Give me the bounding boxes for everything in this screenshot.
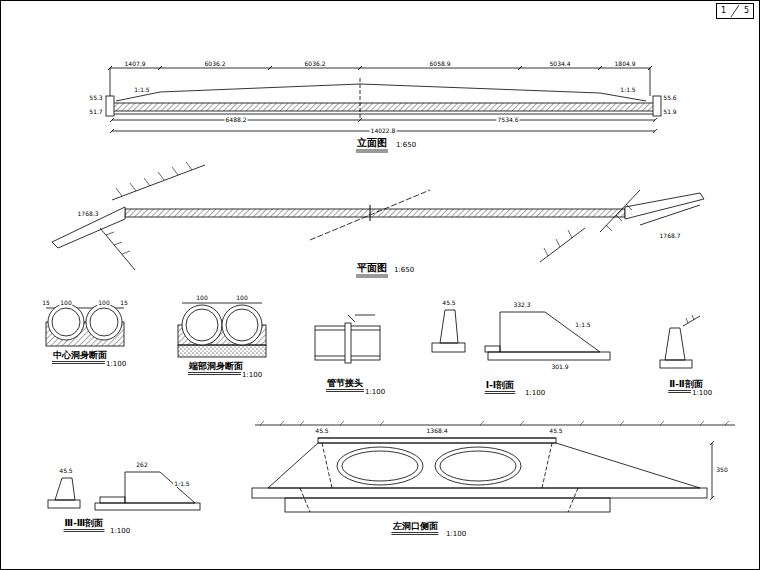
sheet-number: 5 (744, 7, 749, 15)
scale-label: 1:100 (241, 372, 263, 379)
scale-label: 1:100 (445, 531, 467, 538)
dimension-label: 6058.9 (429, 61, 452, 67)
title-underline (485, 393, 515, 394)
dimension-label: 45.5 (314, 428, 329, 434)
slope-label: 1:1.5 (574, 322, 591, 328)
dimension-label: 262 (135, 462, 148, 468)
scale-label: 1:100 (105, 361, 127, 368)
end-section (178, 303, 266, 357)
dimension-label: 1768.3 (77, 211, 100, 217)
title-underline (356, 277, 388, 278)
view-title: Ⅰ-Ⅰ剖面 (485, 381, 515, 390)
slope-label: 1:1.5 (619, 87, 636, 93)
dimension-label: 15 (119, 300, 129, 306)
dimension-label: 100 (59, 300, 72, 306)
dimension-label: 100 (235, 295, 248, 301)
title-underline (356, 275, 388, 276)
slope-label: 1:1.5 (133, 87, 150, 93)
generated-lines (52, 5, 739, 535)
title-underline (188, 372, 244, 373)
scale-label: 1:650 (393, 267, 415, 274)
view-title: 中心洞身断面 (52, 351, 108, 360)
dimension-label: 301.9 (550, 364, 569, 370)
dimension-label: 7534.6 (497, 117, 520, 123)
title-underline (326, 389, 364, 390)
plan-view (52, 162, 704, 270)
dimension-label: 5034.4 (549, 61, 572, 67)
view-title: 左洞口侧面 (392, 522, 439, 531)
scale-label: 1:650 (395, 142, 417, 149)
sheet-number-box: 15 (716, 3, 754, 19)
title-underline (392, 534, 439, 535)
dimension-label: 1407.9 (124, 61, 147, 67)
left-portal-elevation (252, 421, 735, 512)
dimension-label: 1804.9 (614, 61, 637, 67)
section-1 (432, 310, 610, 360)
dimension-label: 100 (97, 300, 110, 306)
dimension-label: 45.5 (548, 428, 563, 434)
scale-label: 1:100 (109, 528, 131, 535)
dimension-label: 6488.2 (225, 117, 248, 123)
view-title: 平面图 (356, 263, 388, 273)
dimension-label: 100 (195, 295, 208, 301)
scale-label: 1:100 (691, 390, 713, 397)
title-underline (64, 529, 105, 530)
title-underline (64, 531, 105, 532)
pipe-joint (315, 315, 380, 363)
dimension-label: 55.6 (662, 95, 677, 101)
dimension-label: 51.9 (662, 109, 677, 115)
dimension-label: 55.3 (88, 95, 103, 101)
title-underline (52, 363, 108, 364)
title-underline (188, 374, 244, 375)
title-underline (485, 391, 515, 392)
dimension-label: 45.5 (58, 468, 73, 474)
view-title: Ⅱ-Ⅱ剖面 (668, 380, 704, 389)
dimension-label: 6036.2 (204, 61, 227, 67)
scale-label: 1:100 (364, 389, 386, 396)
section-3 (48, 472, 200, 510)
dimension-label: 1768.7 (659, 233, 682, 239)
elevation-view (106, 66, 661, 133)
center-section (46, 304, 124, 346)
view-title: 管节接头 (326, 379, 364, 388)
sheet-divider (731, 5, 739, 17)
title-underline (356, 150, 388, 151)
dimension-label: 332.3 (512, 302, 531, 308)
view-title: 立面图 (356, 138, 388, 148)
sheet-number: 1 (721, 7, 726, 15)
dimension-label: 350 (715, 467, 728, 473)
dimension-label: 6036.2 (304, 61, 327, 67)
slope-label: 1:1.5 (173, 481, 190, 487)
view-title: Ⅲ-Ⅲ剖面 (64, 519, 105, 528)
dimension-label: 14022.8 (370, 128, 397, 134)
title-underline (52, 361, 108, 362)
view-title: 端部洞身断面 (188, 362, 244, 371)
scale-label: 1:100 (524, 390, 546, 397)
section-2 (660, 315, 700, 368)
dimension-label: 51.7 (88, 109, 103, 115)
title-underline (356, 152, 388, 153)
title-underline (392, 532, 439, 533)
dimension-label: 1368.4 (426, 428, 449, 434)
dimension-label: 15 (41, 300, 51, 306)
dimension-label: 45.5 (441, 300, 456, 306)
title-underline (326, 391, 364, 392)
